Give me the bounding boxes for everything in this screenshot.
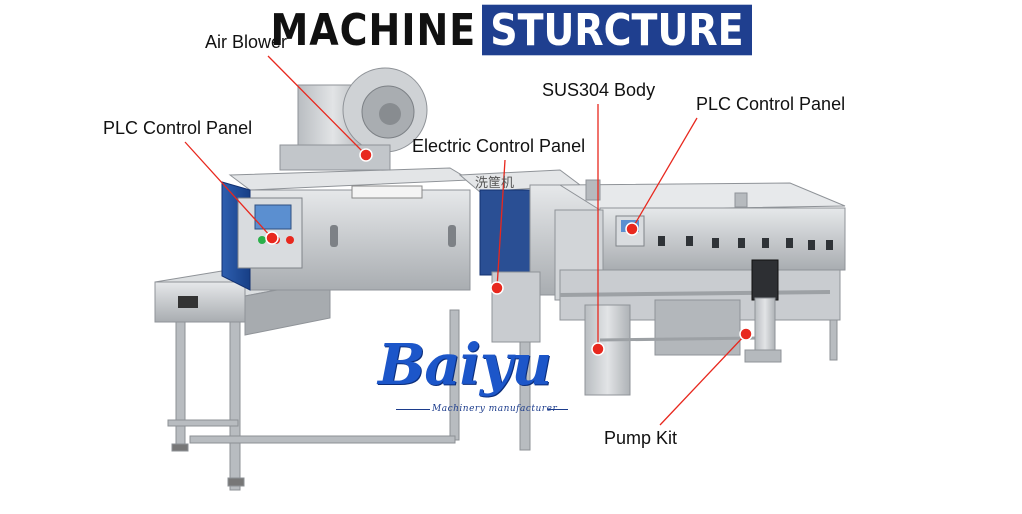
lower-tank — [559, 269, 841, 396]
plc-control-panel-left — [237, 197, 303, 269]
red-markers — [265, 148, 753, 356]
marker-plc-left — [265, 231, 279, 245]
leader-lines — [184, 55, 747, 426]
frame-legs — [167, 279, 838, 491]
marker-sus304 — [591, 342, 605, 356]
air-blower — [279, 67, 428, 171]
label-plc-control-panel-right: PLC Control Panel — [696, 94, 846, 114]
marker-pump-kit — [739, 327, 753, 341]
pump-kit — [744, 259, 782, 363]
baiyu-logo: Baiyu — [378, 332, 552, 398]
tagline-rule-left — [396, 409, 430, 410]
title-part2: STURCTURE — [482, 4, 752, 56]
label-sus304-body: SUS304 Body — [542, 80, 656, 100]
label-electric-control-panel: Electric Control Panel — [412, 136, 586, 156]
marker-electric-panel — [490, 281, 504, 295]
label-plc-control-panel-left: PLC Control Panel — [103, 118, 253, 138]
label-air-blower: Air Blower — [205, 32, 288, 52]
marker-air-blower — [359, 148, 373, 162]
label-pump-kit: Pump Kit — [604, 428, 678, 448]
title-part1: MACHINE — [270, 4, 477, 56]
machine-name-plate: 洗筐机 — [475, 175, 514, 191]
tagline-rule-right — [548, 409, 568, 410]
logo-tagline: Machinery manufacturer — [432, 404, 558, 414]
marker-plc-right — [625, 222, 639, 236]
